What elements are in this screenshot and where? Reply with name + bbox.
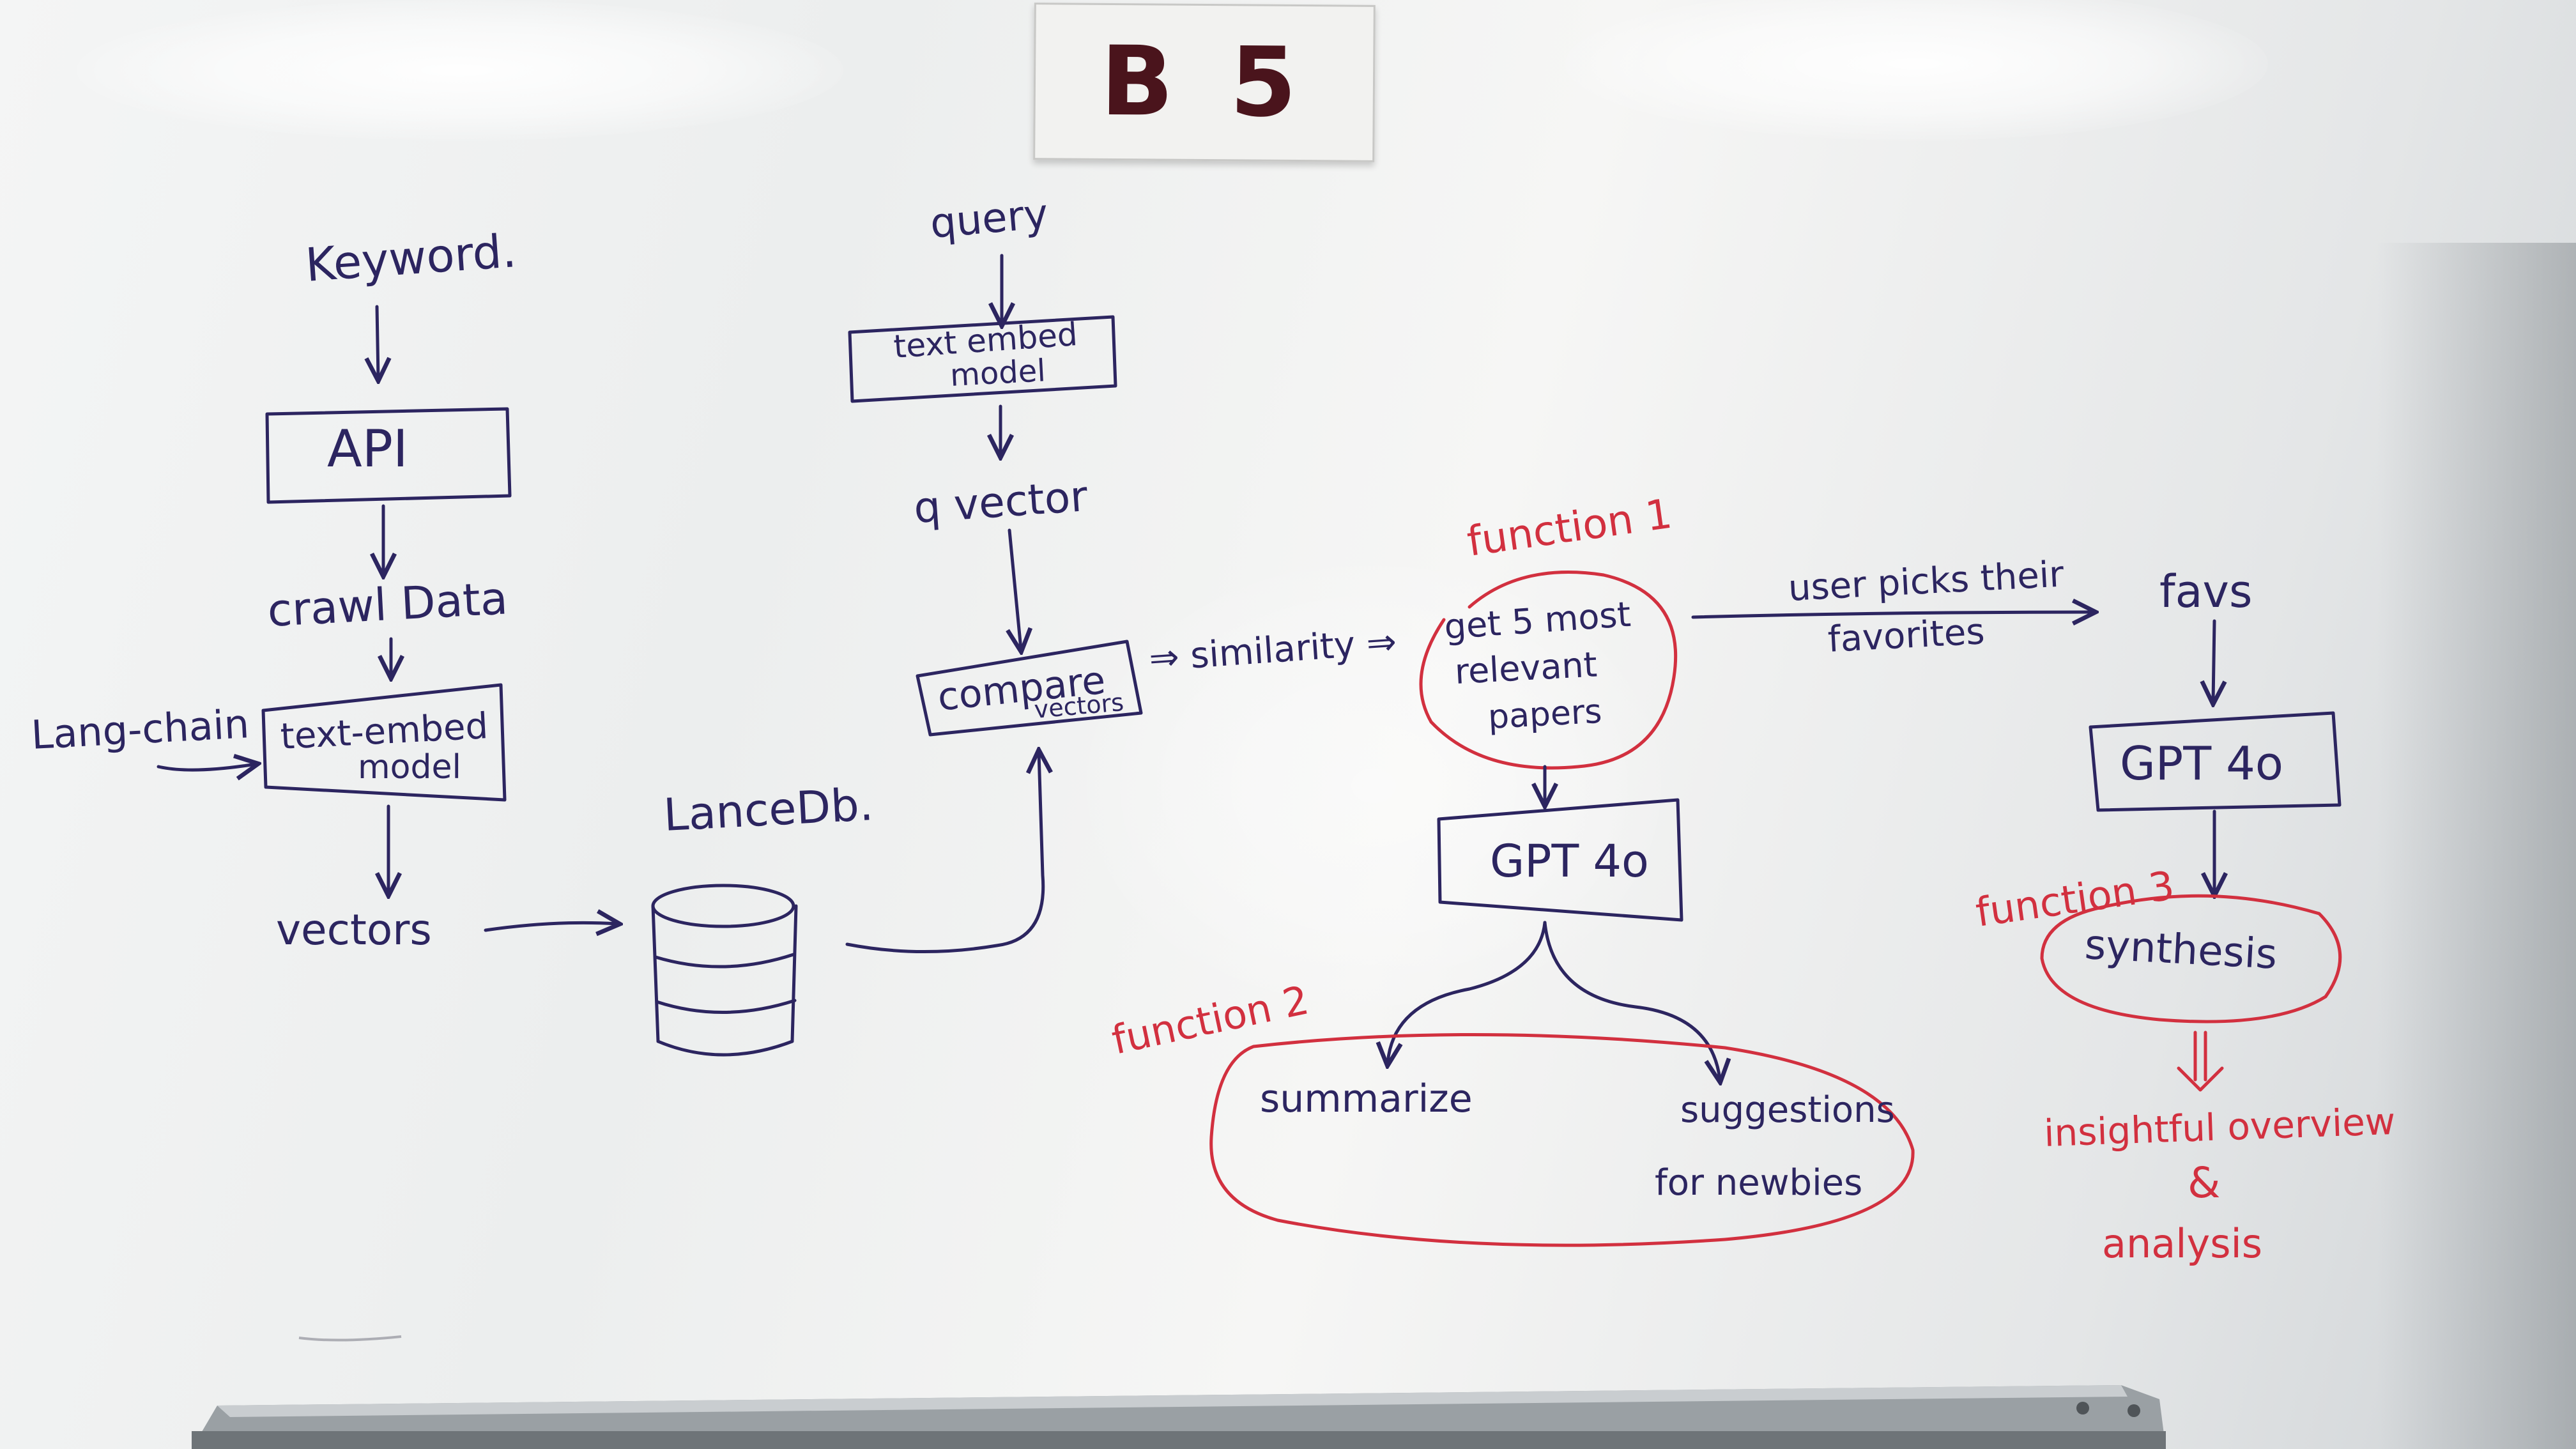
arrow-qvector-compare: [1009, 528, 1021, 649]
synthesis-label: synthesis: [2083, 921, 2278, 979]
query-embed-line2: model: [949, 353, 1046, 394]
arrow-vectors-db: [484, 923, 617, 930]
gpt-box-1: [1437, 798, 1683, 922]
vectors-label: vectors: [276, 905, 432, 954]
function1-line1: get 5 most: [1443, 594, 1632, 647]
output-line3: analysis: [2102, 1220, 2262, 1267]
ingest-embed-line2: model: [358, 748, 461, 786]
keyword-label: Keyword.: [303, 224, 518, 292]
function1-line3: papers: [1487, 693, 1603, 737]
api-label: API: [327, 419, 408, 479]
arrow-db-compare: [845, 753, 1043, 953]
arrow-picks: [1691, 612, 2093, 617]
light-glare-2: [1565, 0, 2268, 141]
for-newbies-label: for newbies: [1655, 1162, 1862, 1204]
arrow-keyword-api: [377, 305, 378, 378]
output-line1: insightful overview: [2043, 1100, 2396, 1155]
function1-circle: [1419, 571, 1678, 770]
compare-box: [916, 640, 1143, 737]
light-glare-3: [1086, 562, 1661, 1009]
arrow-gpt-summarize: [1388, 921, 1547, 1063]
function2-tag: function 2: [1108, 976, 1313, 1063]
summarize-label: summarize: [1260, 1077, 1473, 1121]
function1-tag: function 1: [1464, 491, 1675, 566]
suggestions-label: suggestions: [1680, 1089, 1895, 1131]
query-embed-box: [848, 315, 1117, 403]
function3-circle: [2040, 894, 2342, 1023]
gpt-label-2: GPT 4o: [2120, 737, 2283, 790]
arrow-gpt-suggestions: [1543, 921, 1720, 1080]
picks-label-line1: user picks their: [1787, 553, 2066, 610]
api-box: [265, 407, 512, 504]
eraser-smudge: [298, 1335, 402, 1342]
function2-loop: [1209, 1033, 1915, 1247]
arrow-synthesis-output: [2177, 1031, 2224, 1092]
function1-line2: relevant: [1453, 644, 1598, 692]
arrow-langchain-embed: [157, 764, 256, 770]
marker-tray: [192, 1385, 2166, 1449]
langchain-label: Lang-chain: [30, 700, 250, 758]
board-edge-shadow: [2377, 243, 2576, 1449]
arrow-favs-gpt: [2213, 619, 2214, 702]
gpt-box-2: [2089, 711, 2342, 812]
picks-label-line2: favorites: [1827, 611, 1986, 661]
light-glare-1: [77, 0, 843, 141]
lancedb-label: LanceDb.: [663, 778, 875, 841]
favs-label: favs: [2159, 565, 2252, 618]
output-line2: &: [2188, 1158, 2220, 1208]
database-icon: [651, 884, 798, 1057]
similarity-label: ⇒ similarity ⇒: [1147, 621, 1397, 680]
ingest-embed-box: [261, 683, 507, 802]
q-vector-label: q vector: [912, 471, 1090, 533]
gpt-label-1: GPT 4o: [1490, 835, 1649, 887]
crawl-data-label: crawl Data: [266, 572, 509, 637]
query-label: query: [928, 190, 1050, 248]
